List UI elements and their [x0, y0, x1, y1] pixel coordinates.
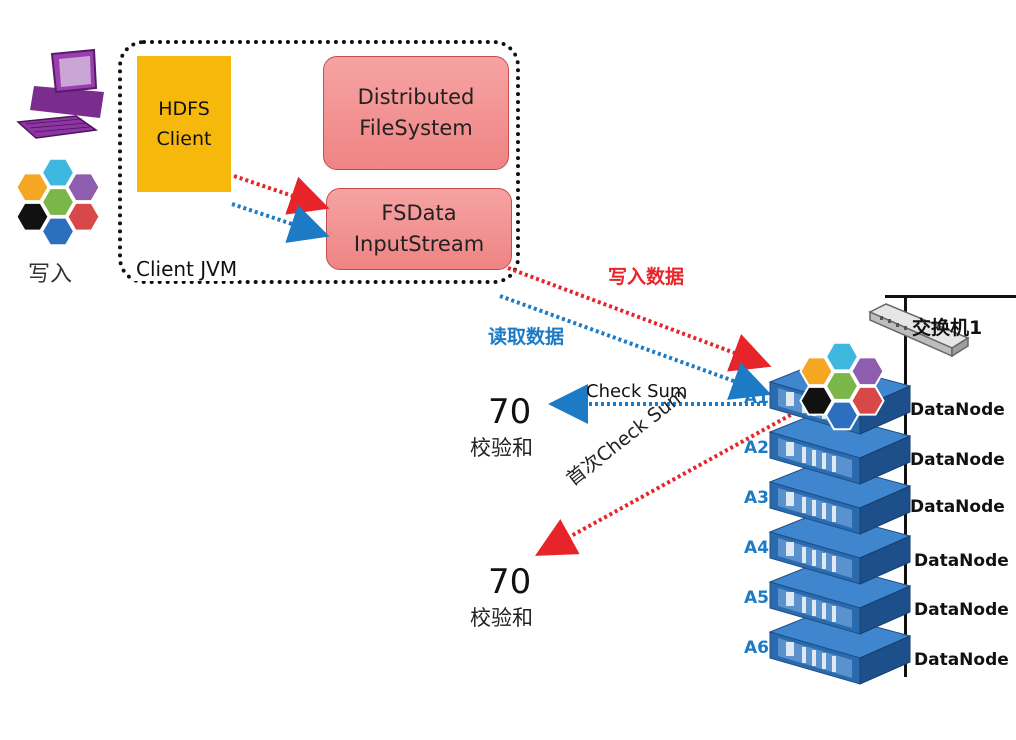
- dfs-line1: Distributed: [357, 85, 475, 109]
- node-id-a6: A6: [744, 638, 769, 658]
- datanode-label-a2: DataNode: [910, 450, 1005, 470]
- hdfs-client-box: HDFS Client: [137, 56, 231, 192]
- checksum-bottom-value: 70: [488, 562, 532, 602]
- hadoop-hex-icon-right: [799, 341, 885, 431]
- hex-cell: [66, 172, 101, 203]
- read-data-label: 读取数据: [488, 326, 565, 348]
- client-to-stream-red-arrow: [233, 174, 330, 215]
- node-id-a5: A5: [744, 588, 769, 608]
- hex-cell: [799, 356, 834, 387]
- fsd-line2: InputStream: [353, 232, 485, 256]
- hex-cell: [824, 371, 860, 401]
- hex-cell: [40, 187, 76, 217]
- check-sum-label: Check Sum: [586, 381, 688, 402]
- checksum-top-label: 校验和: [470, 436, 533, 460]
- hadoop-hex-icon-left: [15, 157, 101, 247]
- hex-cell: [824, 341, 860, 372]
- server-a4: [768, 511, 912, 585]
- client-jvm-box: [118, 40, 520, 284]
- hex-cell: [40, 157, 76, 188]
- write-data-label: 写入数据: [608, 266, 685, 288]
- hex-cell: [850, 385, 885, 416]
- hdfs-client-line2: Client: [156, 128, 212, 150]
- datanode-label-a1: DataNode: [910, 400, 1005, 420]
- dfs-line2: FileSystem: [359, 116, 473, 140]
- datanode-label-a3: DataNode: [910, 497, 1005, 517]
- server-a3: [768, 461, 912, 535]
- hex-cell: [824, 400, 860, 431]
- server-a5: [768, 561, 912, 635]
- hdfs-client-line1: HDFS: [158, 98, 210, 120]
- hex-cell: [850, 356, 885, 387]
- switch-label: 交换机1: [912, 317, 983, 339]
- hex-cell: [15, 172, 50, 203]
- read-data-blue-arrow: [499, 294, 772, 400]
- write-label: 写入: [28, 262, 73, 287]
- checksum-top-value: 70: [488, 392, 532, 432]
- node-id-a1: A1: [744, 388, 769, 408]
- client-jvm-label: Client JVM: [134, 257, 240, 281]
- fsdata-inputstream-box: FSData InputStream: [326, 188, 512, 270]
- server-a6: [768, 611, 912, 685]
- hex-cell: [66, 201, 101, 232]
- hex-cell: [799, 385, 834, 416]
- server-a2: [768, 411, 912, 485]
- switch-icon: [868, 303, 970, 358]
- computer-icon: [16, 48, 104, 139]
- datanode-label-a4: DataNode: [914, 551, 1009, 571]
- hex-cell: [40, 216, 76, 247]
- rack-top-line: [885, 295, 1016, 298]
- checksum-bottom-label: 校验和: [470, 606, 533, 630]
- hex-cell: [15, 201, 50, 232]
- first-check-sum-red-arrow: [534, 410, 797, 556]
- distributed-filesystem-box: Distributed FileSystem: [323, 56, 509, 170]
- fsd-line1: FSData: [381, 201, 457, 225]
- client-to-stream-blue-arrow: [231, 202, 330, 243]
- datanode-label-a6: DataNode: [914, 650, 1009, 670]
- datanode-label-a5: DataNode: [914, 600, 1009, 620]
- node-id-a2: A2: [744, 438, 769, 458]
- node-id-a3: A3: [744, 488, 769, 508]
- node-id-a4: A4: [744, 538, 769, 558]
